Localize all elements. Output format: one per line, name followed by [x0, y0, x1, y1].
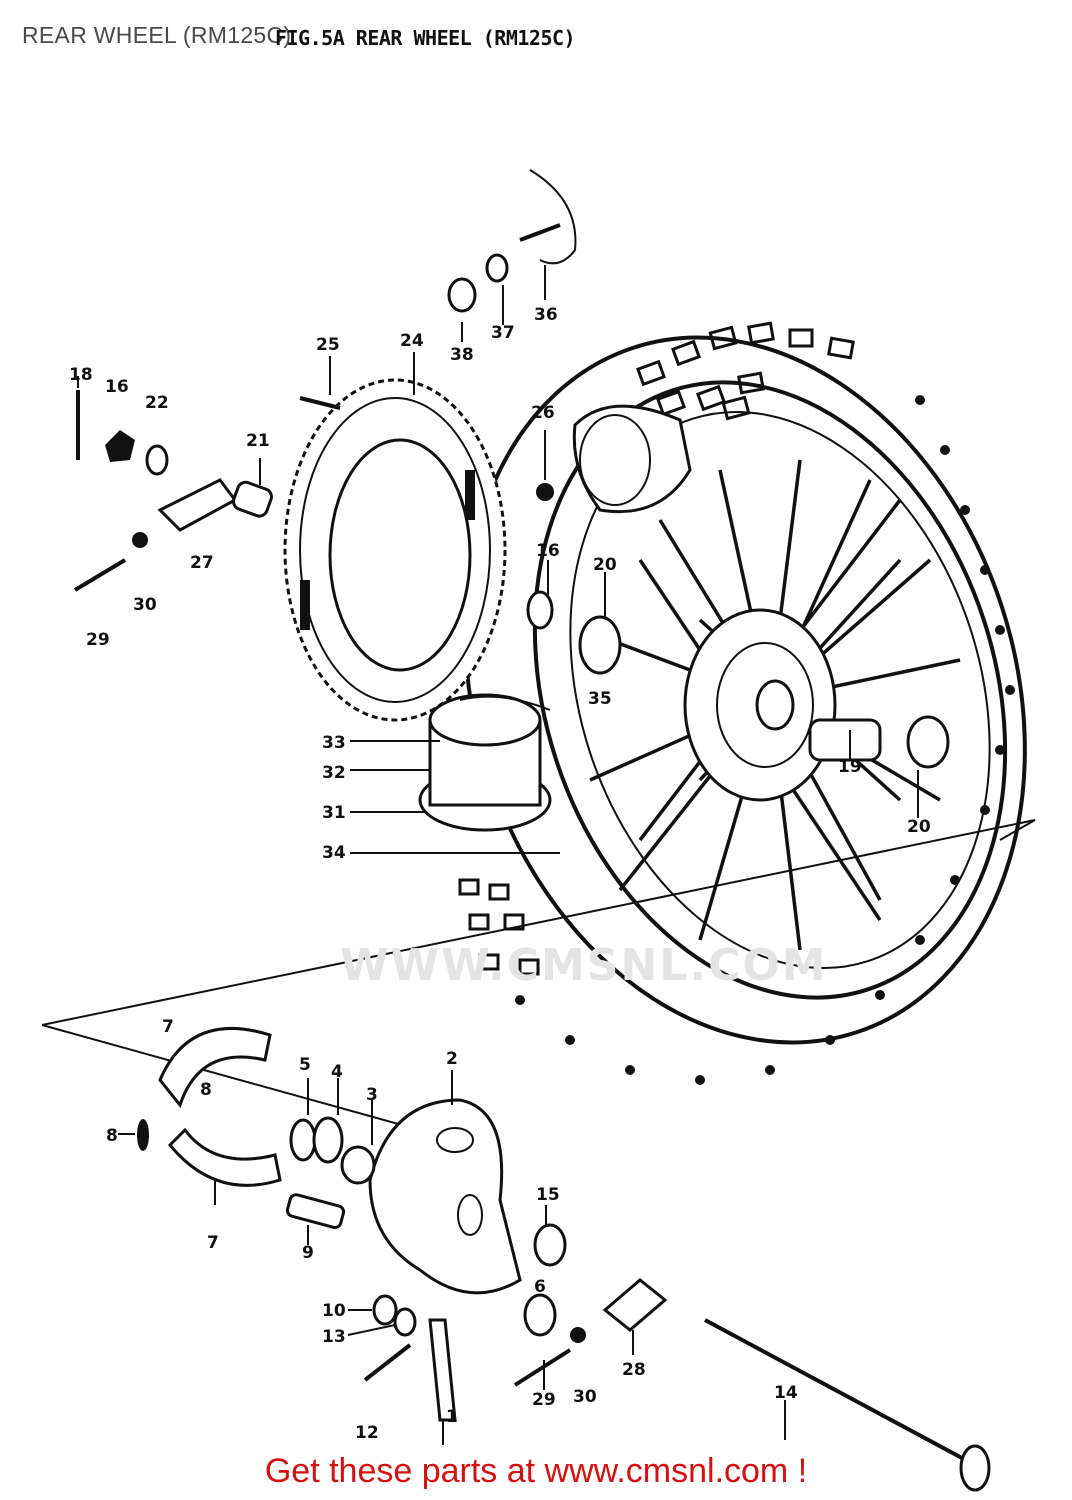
- callout-15: 15: [536, 1185, 560, 1205]
- callout-20: 20: [593, 555, 617, 575]
- figure-caption: FIG.5A REAR WHEEL (RM125C): [275, 26, 576, 50]
- callout-23: 22: [145, 393, 169, 413]
- callout-36: 36: [534, 305, 558, 325]
- wheel-hub: [683, 608, 837, 802]
- rear-sprocket: [283, 378, 507, 722]
- callout-1: 1: [446, 1407, 458, 1427]
- callout-25: 25: [316, 335, 340, 355]
- callout-18: 19: [838, 757, 862, 777]
- leader-lines: [77, 265, 919, 1445]
- callout-2: 2: [446, 1049, 458, 1069]
- page-title: REAR WHEEL (RM125C): [22, 22, 292, 48]
- get-parts-link[interactable]: Get these parts at www.cmsnl.com !: [264, 1452, 808, 1490]
- callout-37: 37: [491, 323, 515, 343]
- callout-labels: 18 16 22 21 27 30 29 25 24 26 16 20 38 3…: [69, 305, 931, 1443]
- watermark-text: WWW.CMSNL.COM: [340, 940, 828, 991]
- callout-30-top: 30: [133, 595, 157, 615]
- brake-cam-parts: [285, 1116, 376, 1230]
- callout-29-top: 29: [86, 630, 110, 650]
- callout-7-bottom: 7: [207, 1233, 219, 1253]
- callout-5: 5: [299, 1055, 311, 1075]
- callout-31: 31: [322, 803, 346, 823]
- callout-26: 26: [531, 403, 555, 423]
- callout-16: 16: [536, 541, 560, 561]
- brake-shoes: [137, 1027, 282, 1187]
- lower-fasteners: [363, 1223, 991, 1492]
- axle-spacers: [808, 715, 950, 769]
- callout-38: 38: [450, 345, 474, 365]
- callout-12: 12: [355, 1423, 379, 1443]
- callout-27: 28: [622, 1360, 646, 1380]
- callout-29-bottom: 29: [532, 1390, 556, 1410]
- callout-14: 14: [774, 1383, 798, 1403]
- callout-34: 34: [322, 843, 346, 863]
- brake-panel: [368, 1098, 522, 1295]
- assembly-plane: [41, 819, 1036, 1131]
- callout-21: 18: [69, 365, 93, 385]
- callout-10: 10: [322, 1301, 346, 1321]
- callout-22: 21: [246, 431, 270, 451]
- callout-7-top: 7: [162, 1017, 174, 1037]
- callout-19: 20: [907, 817, 931, 837]
- callout-6: 6: [534, 1277, 546, 1297]
- callout-33: 33: [322, 733, 346, 753]
- callout-3: 3: [366, 1085, 378, 1105]
- callout-17: 16: [105, 377, 129, 397]
- callout-35: 35: [588, 689, 612, 709]
- callout-28: 27: [190, 553, 214, 573]
- callout-9: 9: [302, 1243, 314, 1263]
- callout-32: 32: [322, 763, 346, 783]
- callout-13: 13: [322, 1327, 346, 1347]
- callout-30-bottom: 30: [573, 1387, 597, 1407]
- callout-24: 24: [400, 331, 424, 351]
- callout-8-inner: 8: [200, 1080, 212, 1100]
- upper-left-fasteners: [73, 169, 622, 675]
- brake-drum: [418, 693, 552, 832]
- callout-8: 8: [106, 1126, 118, 1146]
- callout-4: 4: [331, 1062, 343, 1082]
